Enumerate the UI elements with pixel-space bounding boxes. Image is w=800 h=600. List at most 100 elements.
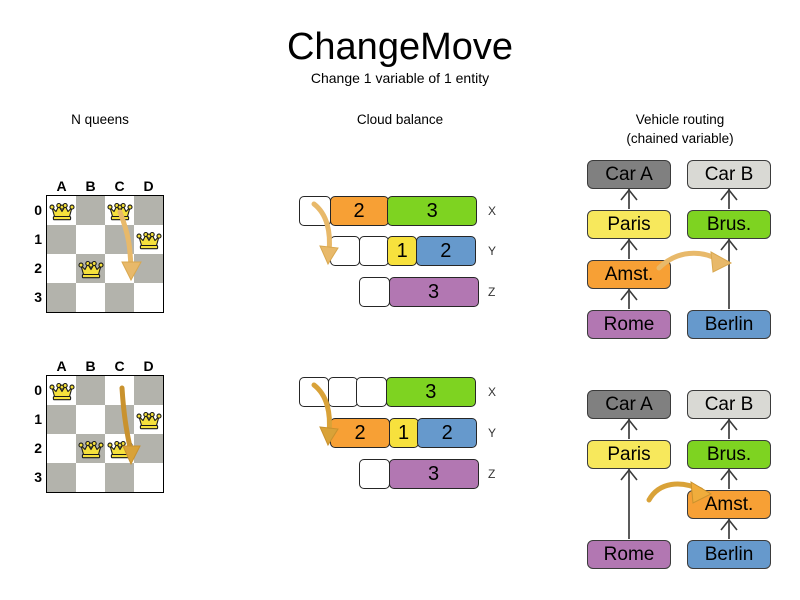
board-cell[interactable] <box>134 196 163 225</box>
routing-before-node-car-b[interactable]: Car B <box>687 160 771 189</box>
board-cell[interactable] <box>76 463 105 492</box>
routing-before-node-amsterdam[interactable]: Amst. <box>587 260 671 289</box>
arrowhead-berlin-amst-after <box>720 518 738 531</box>
board-row <box>47 196 163 225</box>
board-row <box>47 405 163 434</box>
queen-icon <box>48 382 75 400</box>
chessboard-before[interactable] <box>46 195 164 313</box>
section-title-cloud: Cloud balance <box>356 112 444 127</box>
section-title-routing-line2: (chained variable) <box>626 131 734 146</box>
arrowhead-paris-cara <box>620 188 638 201</box>
col-header: D <box>143 358 154 374</box>
chessboard-after[interactable] <box>46 375 164 493</box>
nqueens-before-row-headers: 0 1 2 3 <box>28 196 42 312</box>
routing-after-node-rome[interactable]: Rome <box>587 540 671 569</box>
cloud-process[interactable]: 3 <box>388 459 479 489</box>
arrowhead-berlin-brus <box>720 238 738 251</box>
cloud-after-move-arrow <box>311 382 339 447</box>
row-header: 1 <box>34 411 42 427</box>
cloud-after-row-x[interactable]: 3 <box>299 377 476 407</box>
board-row <box>47 376 163 405</box>
cloud-empty-slot <box>358 236 389 266</box>
board-cell[interactable] <box>105 376 134 405</box>
board-cell[interactable] <box>105 283 134 312</box>
arrowhead-rome-amst <box>620 288 638 301</box>
row-header: 0 <box>34 382 42 398</box>
routing-before-node-berlin[interactable]: Berlin <box>687 310 771 339</box>
queen-icon <box>77 440 104 458</box>
queen-icon <box>48 202 75 220</box>
cloud-process[interactable]: 2 <box>329 196 389 226</box>
routing-after-node-car-b[interactable]: Car B <box>687 390 771 419</box>
board-cell[interactable] <box>76 283 105 312</box>
board-cell[interactable] <box>134 463 163 492</box>
cloud-process[interactable]: 2 <box>415 236 476 266</box>
board-cell[interactable] <box>47 434 76 463</box>
cloud-process[interactable]: 2 <box>330 418 390 448</box>
board-cell[interactable] <box>76 405 105 434</box>
col-header: A <box>56 178 67 194</box>
routing-after-node-car-a[interactable]: Car A <box>587 390 671 419</box>
cloud-process[interactable]: 3 <box>387 196 478 226</box>
cloud-before-label-y: Y <box>488 244 497 258</box>
board-cell[interactable] <box>47 376 76 405</box>
col-header: B <box>85 178 96 194</box>
cloud-after-row-z[interactable]: 3 <box>359 459 479 489</box>
page-subtitle: Change 1 variable of 1 entity <box>310 70 490 86</box>
board-cell[interactable] <box>47 196 76 225</box>
link-rome-amst <box>628 289 631 309</box>
link-amst-paris <box>628 239 631 259</box>
arrowhead-paris-cara-after <box>620 418 638 431</box>
link-berlin-brus <box>728 239 731 309</box>
routing-after-node-paris[interactable]: Paris <box>587 440 671 469</box>
board-row <box>47 463 163 492</box>
cloud-process[interactable]: 3 <box>385 377 476 407</box>
board-cell[interactable] <box>47 283 76 312</box>
queen-icon <box>135 231 162 249</box>
col-header: C <box>114 358 125 374</box>
cloud-process[interactable]: 1 <box>388 418 419 448</box>
routing-before-node-brussels[interactable]: Brus. <box>687 210 771 239</box>
board-cell[interactable] <box>76 254 105 283</box>
board-cell[interactable] <box>47 463 76 492</box>
link-brus-carb <box>728 189 731 209</box>
nqueens-after-column-headers: A B C D <box>47 358 163 374</box>
row-header: 3 <box>34 469 42 485</box>
arrowhead-amst-brus-after <box>720 468 738 481</box>
col-header: D <box>143 178 154 194</box>
board-cell[interactable] <box>134 254 163 283</box>
routing-before-node-car-a[interactable]: Car A <box>587 160 671 189</box>
cloud-after-label-z: Z <box>488 467 496 481</box>
board-cell[interactable] <box>76 196 105 225</box>
routing-before-move-arrow <box>656 250 733 273</box>
board-cell[interactable] <box>134 376 163 405</box>
routing-after-node-berlin[interactable]: Berlin <box>687 540 771 569</box>
queen-icon <box>77 260 104 278</box>
board-cell[interactable] <box>105 463 134 492</box>
routing-after-move-arrow <box>646 481 713 504</box>
board-cell[interactable] <box>76 376 105 405</box>
board-cell[interactable] <box>76 225 105 254</box>
cloud-process[interactable]: 3 <box>388 277 479 307</box>
cloud-process[interactable]: 1 <box>387 236 418 266</box>
board-cell[interactable] <box>76 434 105 463</box>
board-cell[interactable] <box>47 405 76 434</box>
cloud-process[interactable]: 2 <box>417 418 478 448</box>
routing-before-node-rome[interactable]: Rome <box>587 310 671 339</box>
routing-before-node-paris[interactable]: Paris <box>587 210 671 239</box>
board-cell[interactable] <box>134 283 163 312</box>
routing-after-node-brussels[interactable]: Brus. <box>687 440 771 469</box>
board-cell[interactable] <box>47 254 76 283</box>
section-title-routing-line1: Vehicle routing <box>635 112 725 127</box>
board-cell[interactable] <box>47 225 76 254</box>
cloud-empty-slot <box>359 459 390 489</box>
arrowhead-rome-paris-after <box>620 468 638 481</box>
cloud-after-label-x: X <box>488 385 497 399</box>
board-cell[interactable] <box>134 405 163 434</box>
board-cell[interactable] <box>134 225 163 254</box>
cloud-before-row-z[interactable]: 3 <box>359 277 479 307</box>
row-header: 0 <box>34 202 42 218</box>
